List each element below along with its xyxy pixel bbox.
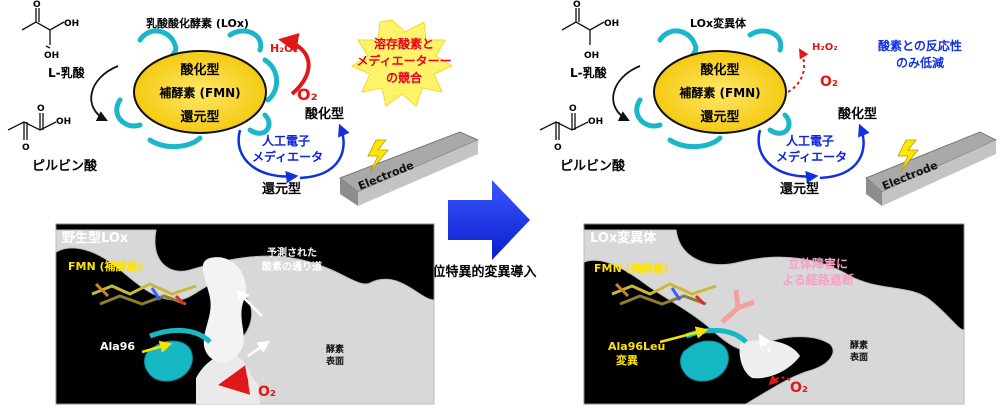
mutant-residue-pointer — [659, 326, 709, 344]
left-burst-line1: 溶存酸素と — [374, 36, 434, 51]
left-burst-line2: メディエーターー — [356, 53, 451, 68]
mutant-residue-line1: Ala96Leu — [608, 340, 665, 353]
right-pyruvic-structure — [539, 113, 589, 140]
right-o2-label: O₂ — [820, 74, 838, 90]
pyruvic-o-label-2: O — [37, 104, 45, 114]
right-lactic-o: O — [573, 0, 581, 10]
mutant-leu-sidechain — [720, 289, 755, 324]
right-lactic-oh-2: OH — [584, 51, 599, 61]
wild-fmn-label: FMN (補酵素) — [68, 259, 143, 273]
mutant-fmn-sticks — [611, 282, 717, 306]
wild-residue-pointer — [141, 340, 173, 354]
center-transition: 部位特異的変異導入 — [419, 180, 537, 280]
right-lactic-oh: OH — [604, 19, 619, 29]
wild-path-arrow-2 — [236, 290, 263, 317]
right-mediator-arrow-2 — [819, 123, 870, 180]
lactic-oh-label-2: OH — [44, 51, 59, 61]
right-substrate-arrow — [612, 65, 641, 121]
wild-helix — [144, 340, 193, 382]
right-mediator-red: 還元型 — [780, 181, 819, 197]
mutant-surface-line2: 表面 — [849, 351, 868, 363]
mutant-fmn-label: FMN (補酵素) — [594, 261, 669, 275]
wild-inset: 野生型LOx FMN (補酵素) 予測された 酸素の通り道 Ala96 酵素 表… — [55, 223, 435, 405]
mutant-surface-line1: 酵素 — [850, 339, 868, 351]
wild-fmn-sticks — [91, 282, 197, 306]
left-mediator-ox: 酸化型 — [305, 106, 344, 122]
left-product-label: ピルビン酸 — [32, 158, 98, 174]
right-enzyme-oxidized: 酸化型 — [700, 62, 739, 78]
wild-surface-line1: 酵素 — [326, 343, 344, 355]
center-arrow — [448, 180, 530, 260]
right-note-line1: 酸素との反応性 — [878, 38, 962, 53]
left-substrate-label: L-乳酸 — [48, 65, 86, 80]
left-mediator-arrow-2 — [299, 123, 350, 180]
right-lightning-icon — [897, 139, 919, 173]
right-product-label: ピルビン酸 — [560, 158, 626, 174]
right-enzyme-oval — [653, 50, 787, 134]
mutant-title: LOx変異体 — [590, 230, 657, 246]
wild-path-line1: 予測された — [267, 246, 317, 259]
pyruvic-acid-structure — [7, 113, 57, 140]
left-enzyme-oxidized: 酸化型 — [180, 62, 219, 78]
right-panel: OH OH O OH O O L-乳酸 ピルビン酸 LOx変異体 酸化型 補酵素… — [539, 0, 998, 206]
mutant-block-line2: よる経路遮断 — [782, 272, 854, 287]
right-electrode — [865, 131, 998, 206]
lactic-o-label: O — [33, 0, 41, 10]
left-enzyme-reduced: 還元型 — [180, 109, 219, 125]
left-title: 乳酸酸化酵素 (LOx) — [146, 16, 249, 30]
left-burst — [350, 19, 454, 107]
left-enzyme-fmn: 補酵素 (FMN) — [158, 85, 240, 100]
left-h2o2-label: H₂O₂ — [270, 42, 298, 55]
pyruvic-oh-label: OH — [56, 117, 71, 127]
right-o2-arrow — [787, 48, 809, 93]
right-mediator-line1: 人工電子 — [786, 133, 834, 148]
wild-path-line2: 酸素の通り道 — [262, 260, 322, 273]
right-lactic-structure — [561, 8, 605, 45]
wild-o2-arrow — [218, 365, 251, 395]
right-note-line2: のみ低減 — [896, 55, 944, 70]
right-mediator-arrow-1 — [757, 129, 819, 184]
left-o2-label: O₂ — [297, 85, 318, 104]
center-label: 部位特異的変異導入 — [419, 264, 536, 280]
right-pyruvic-o-2: O — [569, 104, 577, 114]
wild-path-arrow-1 — [247, 340, 271, 358]
mutant-o2-arrow — [768, 374, 791, 386]
left-mediator-arrow-1 — [237, 129, 299, 184]
left-panel: OH OH O OH O O L-乳酸 ピルビン酸 乳酸酸化酵素 (LOx) 酸… — [7, 0, 480, 206]
left-substrate-arrow — [90, 65, 119, 121]
mutant-o2-label: O₂ — [790, 380, 808, 396]
right-substrate-label: L-乳酸 — [570, 65, 608, 80]
pyruvic-o-label: O — [22, 143, 30, 153]
mutant-inset: LOx変異体 FMN (補酵素) 立体障害に よる経路遮断 Ala96Leu 変… — [583, 223, 965, 405]
left-mediator-red: 還元型 — [262, 181, 301, 197]
right-enzyme-reduced: 還元型 — [700, 109, 739, 125]
wild-residue-label: Ala96 — [100, 340, 135, 353]
wild-surface-line2: 表面 — [325, 355, 344, 367]
left-o2-arrow — [278, 32, 311, 96]
wild-o2-label: O₂ — [258, 384, 276, 400]
lactic-oh-label: OH — [64, 19, 79, 29]
right-title: LOx変異体 — [690, 16, 747, 30]
mutant-residue-line2: 変異 — [616, 353, 638, 367]
right-mediator-ox: 酸化型 — [838, 106, 877, 122]
right-h2o2-label: H₂O₂ — [812, 42, 838, 53]
mutant-blocked-arrow — [758, 333, 772, 353]
left-burst-line3: の競合 — [386, 70, 423, 85]
left-electrode — [338, 131, 480, 206]
wild-title: 野生型LOx — [62, 230, 129, 246]
mutant-block-line1: 立体障害に — [788, 256, 848, 271]
right-pyruvic-oh: OH — [588, 117, 603, 127]
left-enzyme-oval — [133, 50, 267, 134]
right-enzyme-fmn: 補酵素 (FMN) — [678, 85, 760, 100]
left-lightning-icon — [367, 139, 389, 173]
right-mediator-line2: メディエータ — [776, 149, 847, 164]
mutant-helix — [680, 340, 729, 382]
right-pyruvic-o: O — [554, 143, 562, 153]
left-mediator-line1: 人工電子 — [262, 133, 310, 148]
left-mediator-line2: メディエータ — [252, 149, 323, 164]
lactic-acid-structure — [21, 8, 65, 49]
